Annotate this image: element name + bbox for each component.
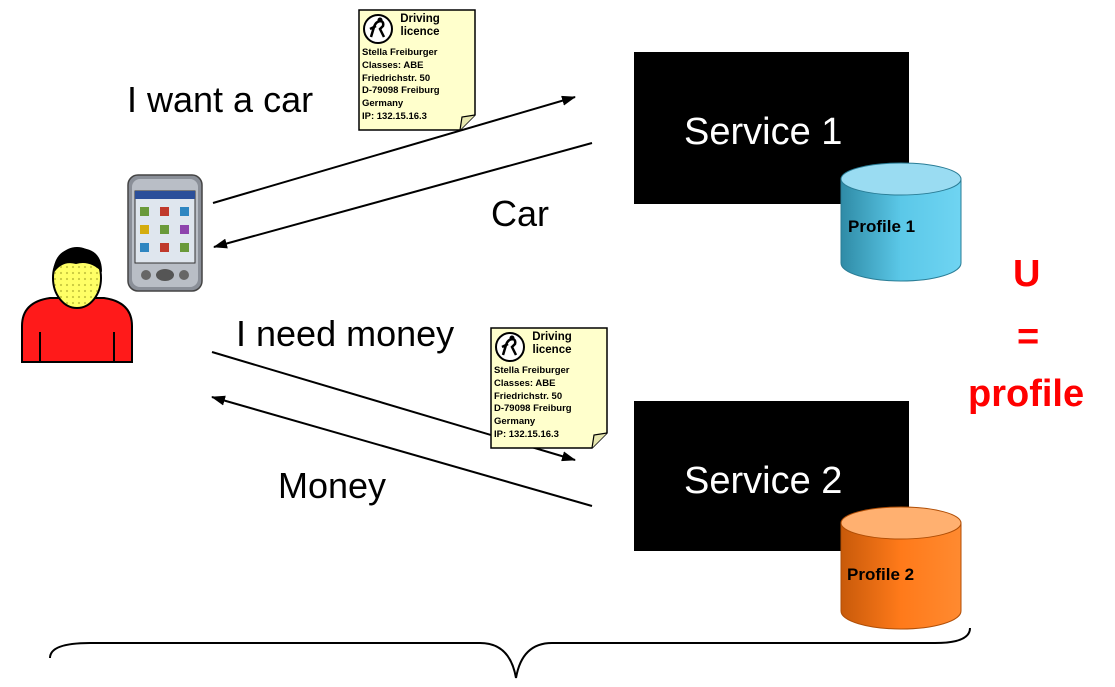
licence-name: Stella Freiburger bbox=[494, 365, 570, 376]
licence-title-line-2: licence bbox=[400, 26, 440, 39]
message-money: Money bbox=[278, 465, 387, 506]
licence-ip: IP: 132.15.16.3 bbox=[362, 111, 427, 123]
licence-title: Driving licence bbox=[526, 331, 578, 357]
grouping-brace bbox=[49, 627, 971, 679]
licence-city: D-79098 Freiburg bbox=[362, 85, 440, 97]
message-want-car: I want a car bbox=[127, 79, 314, 120]
licence-title-line-1: Driving bbox=[532, 331, 572, 343]
service-1-label: Service 1 bbox=[684, 111, 843, 153]
service-2-label: Service 2 bbox=[684, 460, 843, 502]
message-car: Car bbox=[491, 193, 550, 234]
profile-1-database bbox=[840, 162, 962, 282]
licence-classes: Classes: ABE bbox=[362, 59, 424, 71]
horse-rider-seal-icon bbox=[495, 332, 525, 362]
profile-1-label: Profile 1 bbox=[848, 217, 916, 236]
licence-street: Friedrichstr. 50 bbox=[494, 390, 563, 402]
union-symbol: U bbox=[1013, 253, 1041, 295]
licence-classes: Classes: ABE bbox=[494, 377, 556, 389]
arrow-response-money bbox=[211, 395, 593, 507]
licence-title-line-1: Driving bbox=[400, 13, 440, 25]
arrow-response-car bbox=[213, 142, 593, 249]
licence-city: D-79098 Freiburg bbox=[494, 403, 572, 415]
arrow-request-car bbox=[212, 95, 576, 204]
driving-licence-document-2: Driving licence Stella Freiburger Classe… bbox=[490, 327, 610, 449]
profile-2-label: Profile 2 bbox=[847, 565, 915, 584]
licence-title: Driving licence bbox=[394, 13, 446, 39]
licence-country: Germany bbox=[362, 98, 404, 110]
licence-title-line-2: licence bbox=[532, 344, 572, 357]
licence-details: Stella Freiburger Classes: ABE Friedrich… bbox=[362, 47, 440, 124]
equals-sign: = bbox=[1017, 316, 1040, 358]
profile-2-database bbox=[840, 506, 962, 630]
licence-street: Friedrichstr. 50 bbox=[362, 72, 431, 84]
profile-result-label: profile bbox=[968, 373, 1085, 415]
licence-country: Germany bbox=[494, 416, 536, 428]
licence-name: Stella Freiburger bbox=[362, 47, 438, 58]
pda-device-icon bbox=[127, 174, 203, 292]
licence-details: Stella Freiburger Classes: ABE Friedrich… bbox=[494, 365, 572, 442]
user-avatar-icon bbox=[21, 247, 133, 363]
message-need-money: I need money bbox=[236, 313, 455, 354]
driving-licence-document-1: Driving licence Stella Freiburger Classe… bbox=[358, 9, 478, 131]
licence-ip: IP: 132.15.16.3 bbox=[494, 429, 559, 441]
horse-rider-seal-icon bbox=[363, 14, 393, 44]
